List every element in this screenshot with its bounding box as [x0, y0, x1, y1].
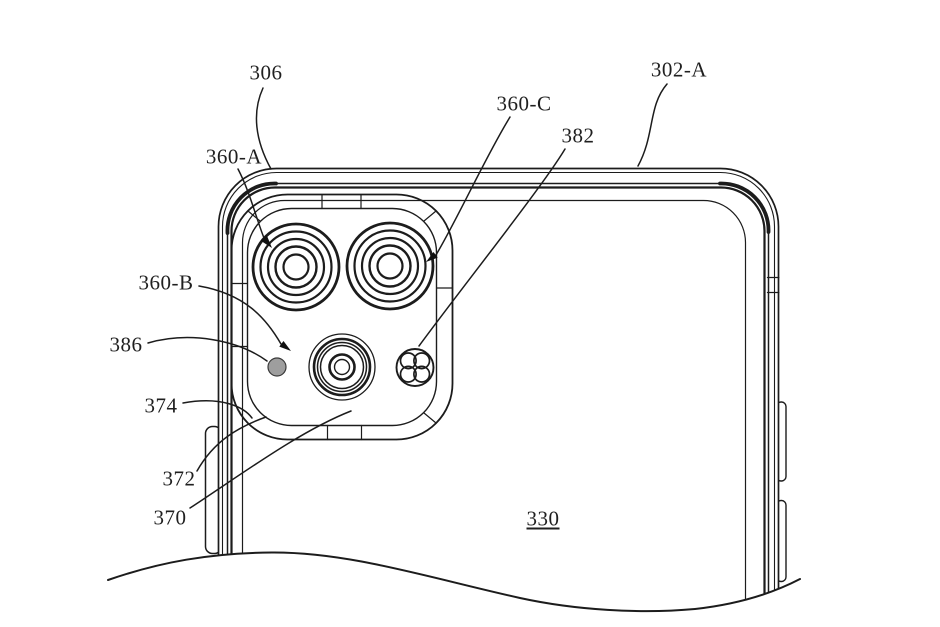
arrowhead-360A [260, 235, 272, 248]
leader-374 [182, 400, 253, 419]
ref-label-386: 386 [109, 332, 143, 357]
leader-302A [637, 83, 668, 167]
ref-label-302-a: 302-A [650, 57, 708, 82]
leader-lines [147, 83, 668, 509]
phone-housing-outline [217, 167, 780, 627]
corner-shade-top-right [718, 181, 771, 234]
leader-382 [418, 148, 566, 347]
leader-370 [189, 410, 352, 509]
leader-372 [196, 416, 267, 472]
ref-label-360-c: 360-C [496, 91, 552, 116]
arrowhead-360C [426, 252, 438, 262]
ref-label-370: 370 [153, 505, 187, 530]
flash-module [395, 348, 435, 387]
lens-top-left [251, 222, 341, 312]
leader-386 [147, 336, 268, 362]
lens-top-right [345, 221, 435, 311]
leader-360B [198, 285, 282, 345]
microphone-dot [267, 357, 287, 377]
lens-bottom-wide [308, 333, 376, 401]
ref-label-374: 374 [144, 393, 178, 418]
back-glass-outline [241, 199, 747, 627]
ref-label-372: 372 [162, 466, 196, 491]
leader-306 [255, 87, 272, 170]
antenna-split-lines [766, 276, 780, 294]
break-line [107, 551, 801, 627]
arrowhead-360B [279, 341, 291, 351]
ref-label-360-a: 360-A [205, 144, 263, 169]
ref-label-382: 382 [561, 123, 595, 148]
corner-shade-top-left [225, 181, 278, 235]
ref-label-330: 330 [526, 506, 560, 531]
ref-label-360-b: 360-B [138, 270, 194, 295]
ref-label-306: 306 [249, 60, 283, 85]
leader-360C [435, 116, 511, 256]
leader-360A [237, 168, 265, 239]
